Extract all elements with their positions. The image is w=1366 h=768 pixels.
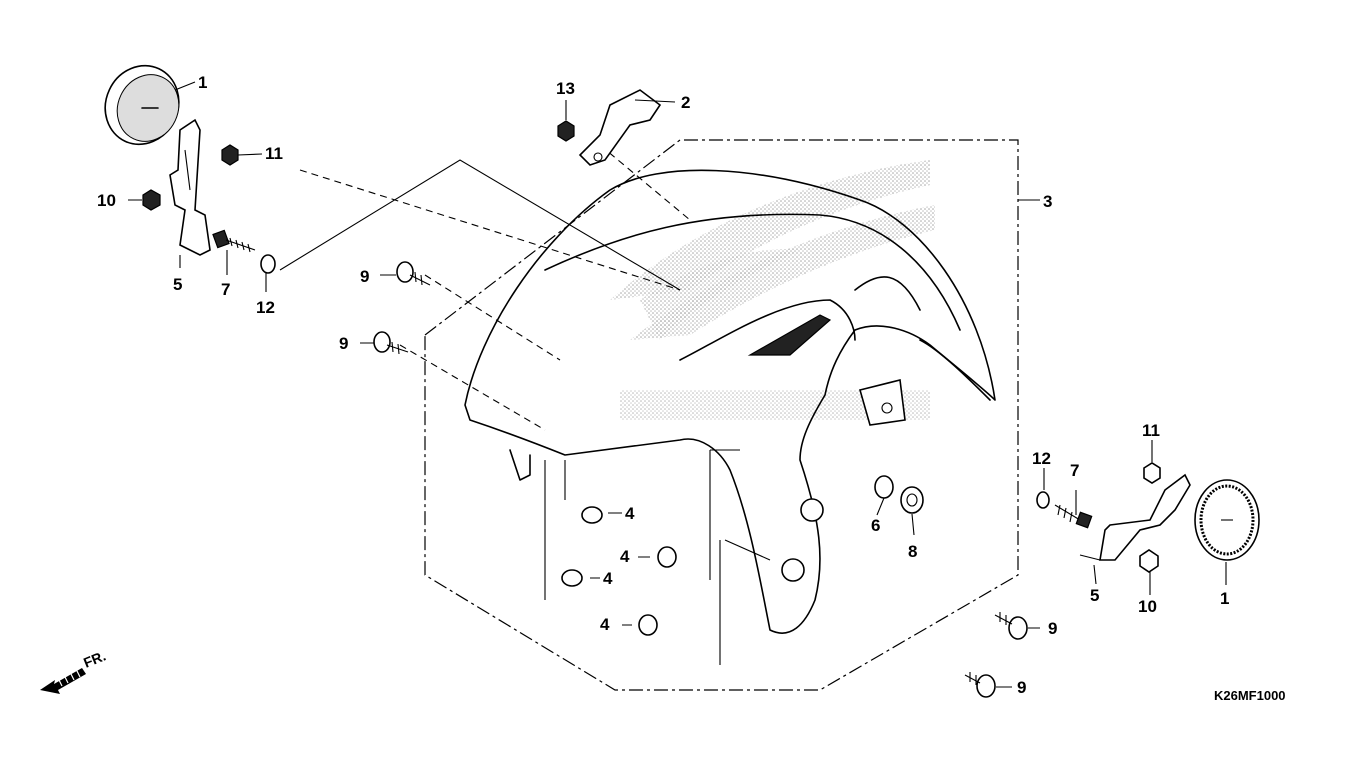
- washer-right-12: [1036, 491, 1050, 509]
- bolt-group-outline-center: [710, 449, 771, 665]
- washer-4-b: [561, 569, 583, 587]
- callout-6: 6: [871, 516, 880, 535]
- nut-left-11: [221, 144, 239, 166]
- callout-9: 9: [1017, 678, 1026, 697]
- callout-11: 11: [265, 144, 283, 163]
- diagram-code: K26MF1000: [1214, 688, 1286, 703]
- washer-4-c: [657, 546, 677, 568]
- callout-4: 4: [603, 569, 613, 588]
- callout-9: 9: [360, 267, 369, 286]
- front-arrow-icon: FR.: [40, 647, 108, 694]
- bolt-group-outline-left: [544, 450, 711, 600]
- bracket-left: [169, 118, 211, 256]
- leader-lines: [128, 81, 1227, 688]
- callout-5: 5: [1090, 586, 1099, 605]
- bracket-right: [1079, 473, 1191, 561]
- leader-left-bracket: [279, 159, 681, 291]
- nut-left-10: [142, 189, 161, 211]
- callout-12: 12: [1032, 449, 1051, 468]
- front-arrow-label: FR.: [81, 647, 108, 670]
- bolt-left-7: [212, 229, 256, 253]
- mount-hole-upper: [800, 498, 824, 522]
- callout-4: 4: [600, 615, 610, 634]
- bolt-right-7: [1054, 504, 1093, 529]
- nut-right-10: [1139, 549, 1159, 573]
- collar-8: [900, 486, 924, 514]
- callout-9: 9: [1048, 619, 1057, 638]
- bolt-9-upper-left: [396, 261, 431, 286]
- bolt-9-lower-left: [373, 331, 409, 355]
- reflector-right: [1194, 479, 1260, 561]
- callout-4: 4: [620, 547, 630, 566]
- bolt-9-right-lower: [964, 672, 996, 698]
- callout-1: 1: [1220, 589, 1229, 608]
- callout-2: 2: [681, 93, 690, 112]
- callout-3: 3: [1043, 192, 1052, 211]
- callout-7: 7: [1070, 461, 1079, 480]
- nut-right-11: [1143, 462, 1161, 484]
- bolt-9-right-upper: [994, 612, 1028, 640]
- reflector-left: [104, 64, 180, 146]
- mount-hole-lower: [781, 558, 805, 582]
- washer-left-12: [260, 254, 276, 274]
- callout-10: 10: [1138, 597, 1157, 616]
- callout-5: 5: [173, 275, 182, 294]
- callout-1: 1: [198, 73, 207, 92]
- callout-4: 4: [625, 504, 635, 523]
- callout-10: 10: [97, 191, 116, 210]
- front-fender: [464, 169, 996, 634]
- grommet-6: [874, 475, 894, 499]
- washer-4-d: [638, 614, 658, 636]
- washer-4-a: [581, 506, 603, 524]
- callout-11: 11: [1142, 421, 1160, 440]
- cover-2: [578, 89, 662, 166]
- callout-9: 9: [339, 334, 348, 353]
- fender-set-outline: [424, 139, 1019, 691]
- callout-12: 12: [256, 298, 275, 317]
- nut-13: [557, 120, 575, 142]
- callout-8: 8: [908, 542, 917, 561]
- callout-13: 13: [556, 79, 575, 98]
- honda-wing-watermark: [610, 160, 935, 420]
- callout-7: 7: [221, 280, 230, 299]
